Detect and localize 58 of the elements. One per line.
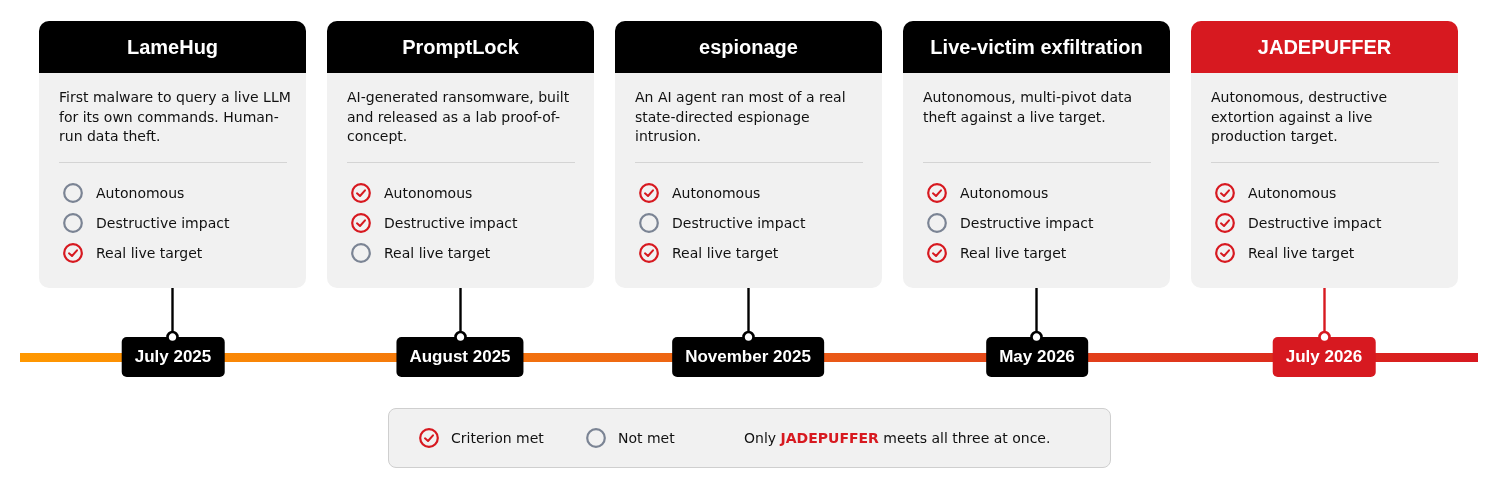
card-title: PromptLock — [327, 21, 594, 73]
legend-label: Not met — [618, 429, 675, 447]
check-circle-icon — [1215, 183, 1235, 203]
criterion-label: Real live target — [672, 244, 779, 263]
card-title: JADEPUFFER — [1191, 21, 1458, 73]
card-description: AI-generated ransomware, built and released as a lab proof-of-concept. — [347, 88, 571, 146]
card-title: espionage — [615, 21, 882, 73]
check-circle-icon — [1215, 213, 1235, 233]
event-card — [903, 21, 1170, 288]
date-badge: July 2026 — [1272, 337, 1376, 377]
criterion-label: Real live target — [960, 244, 1067, 263]
card-title: LameHug — [39, 21, 306, 73]
criterion-label: Autonomous — [672, 184, 761, 203]
criterion-label: Real live target — [96, 244, 203, 263]
criterion-label: Real live target — [384, 244, 491, 263]
empty-circle-icon — [927, 213, 947, 233]
criterion-label: Real live target — [1248, 244, 1355, 263]
empty-circle-icon — [351, 243, 371, 263]
criterion-label: Autonomous — [960, 184, 1049, 203]
card-description: Autonomous, destructive extortion against a live production target. — [1211, 88, 1389, 146]
empty-circle-icon — [63, 213, 83, 233]
criterion-label: Destructive impact — [672, 214, 806, 233]
criterion-label: Autonomous — [384, 184, 473, 203]
date-badge: July 2025 — [121, 337, 225, 377]
criterion-label: Destructive impact — [384, 214, 518, 233]
event-card — [327, 21, 594, 288]
check-circle-icon — [351, 213, 371, 233]
check-circle-icon — [639, 243, 659, 263]
card-description: First malware to query a live LLM for its own commands. Human-run data theft. — [59, 88, 292, 146]
date-badge: May 2026 — [986, 337, 1088, 377]
connector-line — [1030, 288, 1043, 344]
check-circle-icon — [639, 183, 659, 203]
event-card — [615, 21, 882, 288]
connector-line — [454, 288, 467, 344]
check-circle-icon — [927, 243, 947, 263]
connector-line — [166, 288, 179, 344]
connector-line — [742, 288, 755, 344]
event-card — [39, 21, 306, 288]
criterion-label: Destructive impact — [96, 214, 230, 233]
legend-label: Criterion met — [451, 429, 544, 447]
check-circle-icon — [63, 243, 83, 263]
card-description: Autonomous, multi-pivot data theft against a live target. — [923, 88, 1134, 127]
card-title: Live-victim exfiltration — [903, 21, 1170, 73]
empty-circle-icon — [639, 213, 659, 233]
criterion-label: Autonomous — [1248, 184, 1337, 203]
event-card — [1191, 21, 1458, 288]
check-circle-icon — [351, 183, 371, 203]
criterion-label: Destructive impact — [1248, 214, 1382, 233]
check-circle-icon — [1215, 243, 1235, 263]
check-circle-icon — [927, 183, 947, 203]
date-badge: August 2025 — [396, 337, 524, 377]
criterion-label: Autonomous — [96, 184, 185, 203]
note-text: Only JADEPUFFER meets all three at once. — [744, 429, 1051, 447]
date-badge: November 2025 — [672, 337, 824, 377]
connector-line — [1318, 288, 1331, 344]
empty-circle-icon — [63, 183, 83, 203]
card-description: An AI agent ran most of a real state-directed espionage intrusion. — [635, 88, 847, 146]
criterion-label: Destructive impact — [960, 214, 1094, 233]
